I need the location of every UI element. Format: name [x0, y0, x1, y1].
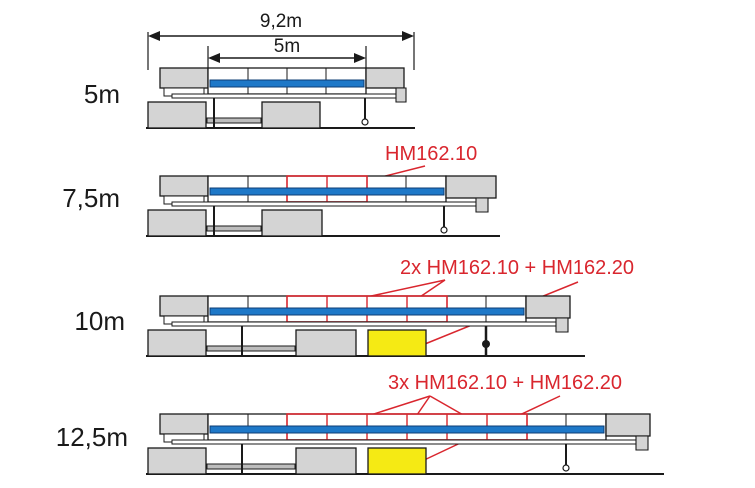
beam-rail: [171, 201, 477, 207]
base-plate: [206, 117, 262, 124]
support-block-mid: [261, 101, 321, 129]
support-leg: [241, 444, 570, 474]
beam-rail: [171, 439, 637, 445]
beam-rail: [171, 93, 397, 99]
left-unit: [159, 67, 209, 97]
yellow-block: [367, 447, 427, 475]
beam-rail: [171, 321, 557, 327]
support-block-left: [147, 209, 207, 237]
conveyor-belt: [209, 187, 445, 196]
conveyor-belt: [209, 79, 365, 88]
yellow-block: [367, 329, 427, 357]
row-5m: 5m: [84, 67, 415, 129]
support-block-mid: [295, 329, 357, 357]
left-unit: [159, 413, 209, 443]
callout-label: 2x HM162.10 + HM162.20: [400, 257, 634, 279]
right-unit: [445, 175, 497, 213]
row-label: 12,5m: [56, 422, 128, 452]
row-7-5m: HM162.10 7,5m: [62, 143, 500, 237]
row-12-5m: 3x HM162.10 + HM162.20 12,5m: [56, 372, 664, 475]
support-block-mid: [295, 447, 357, 475]
right-unit: [605, 413, 651, 451]
base-plate: [206, 463, 296, 470]
support-leg: [213, 98, 369, 128]
support-leg: [213, 206, 448, 236]
callout-label: HM162.10: [385, 143, 477, 165]
support-block-mid: [261, 209, 323, 237]
base-plate: [206, 345, 296, 352]
dimension-inner: 5m: [207, 36, 367, 70]
row-label: 10m: [74, 306, 125, 336]
callout-label: 3x HM162.10 + HM162.20: [388, 372, 622, 394]
dimension-overall-label: 9,2m: [260, 11, 302, 32]
support-block-left: [147, 101, 207, 129]
support-leg: [241, 326, 490, 356]
row-label: 7,5m: [62, 183, 120, 213]
right-unit: [525, 295, 571, 333]
dimension-inner-label: 5m: [274, 36, 300, 57]
left-unit: [159, 295, 209, 325]
conveyor-belt: [209, 307, 525, 316]
base-plate: [206, 225, 262, 232]
support-block-left: [147, 329, 207, 357]
conveyor-belt: [209, 425, 605, 434]
left-unit: [159, 175, 209, 205]
support-block-left: [147, 447, 207, 475]
row-10m: 2x HM162.10 + HM162.20 10m: [74, 257, 634, 357]
dimension-overall: 9,2m: [147, 11, 415, 70]
row-label: 5m: [84, 79, 120, 109]
right-unit: [365, 67, 407, 103]
